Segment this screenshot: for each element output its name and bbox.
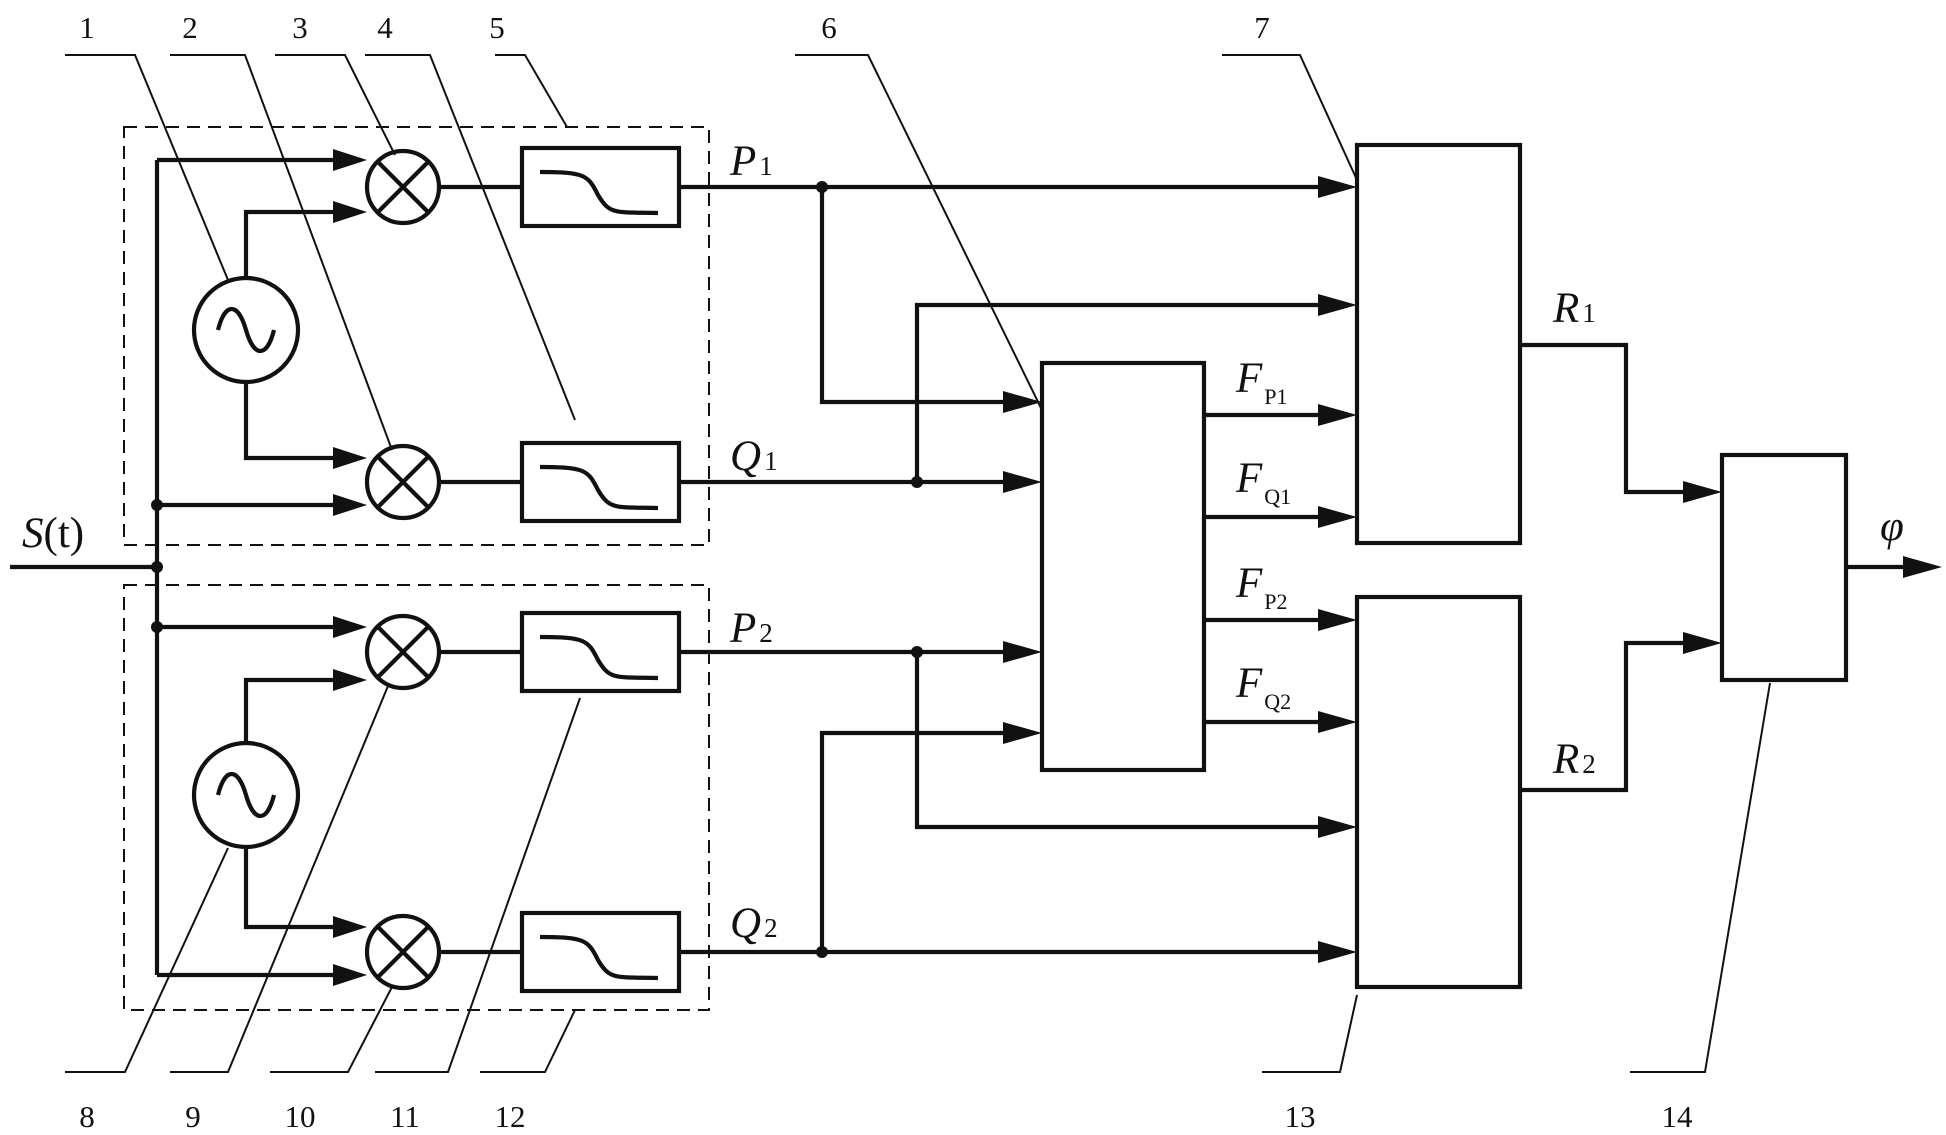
input-label: S(t) bbox=[22, 510, 84, 557]
mixer-10 bbox=[364, 913, 442, 991]
callout-6: 6 bbox=[821, 10, 837, 45]
demodulator-group-2 bbox=[123, 584, 710, 1011]
mixer-2 bbox=[364, 443, 442, 521]
callout-5: 5 bbox=[489, 10, 505, 45]
r1-line bbox=[1520, 342, 1690, 495]
callout-9: 9 bbox=[185, 1099, 201, 1134]
osc8-to-mixer9 bbox=[243, 677, 342, 743]
block-14 bbox=[1719, 452, 1849, 683]
callout-13: 13 bbox=[1285, 1099, 1316, 1134]
oscillator-1 bbox=[191, 275, 301, 385]
lowpass-filter-p2 bbox=[519, 610, 682, 694]
output-label-phi: φ bbox=[1880, 503, 1904, 550]
junction-input bbox=[151, 561, 163, 573]
demodulator-group-1 bbox=[123, 126, 710, 546]
lowpass-filter-p1 bbox=[519, 145, 682, 229]
mixer-9 bbox=[364, 613, 442, 691]
lowpass-filter-q1 bbox=[519, 440, 682, 524]
leader-lines bbox=[65, 54, 1771, 1073]
lowpass-filter-q2 bbox=[519, 910, 682, 994]
fp2-label: FP2 bbox=[1235, 560, 1288, 614]
fp1-label: FP1 bbox=[1235, 355, 1288, 409]
callout-1: 1 bbox=[79, 10, 95, 45]
q2-to-block6 bbox=[819, 730, 1005, 952]
mixer-3 bbox=[364, 148, 442, 226]
block-13 bbox=[1354, 594, 1523, 990]
osc8-to-mixer10 bbox=[243, 847, 342, 930]
p1-to-block6 bbox=[819, 187, 1005, 405]
callout-12: 12 bbox=[495, 1099, 526, 1134]
callout-11: 11 bbox=[390, 1099, 420, 1134]
callout-4: 4 bbox=[377, 10, 393, 45]
callout-3: 3 bbox=[292, 10, 308, 45]
callout-2: 2 bbox=[182, 10, 198, 45]
r2-line bbox=[1520, 640, 1690, 793]
fq2-label: FQ2 bbox=[1235, 660, 1291, 714]
callout-14: 14 bbox=[1662, 1099, 1694, 1134]
block-6 bbox=[1039, 360, 1207, 773]
osc1-to-mixer2 bbox=[243, 382, 342, 461]
fq1-label: FQ1 bbox=[1235, 455, 1291, 509]
callout-7: 7 bbox=[1254, 10, 1270, 45]
q1-to-block7 bbox=[914, 302, 1320, 482]
osc1-to-mixer3 bbox=[243, 209, 342, 278]
oscillator-8 bbox=[191, 740, 301, 850]
callout-10: 10 bbox=[285, 1099, 316, 1134]
p2-to-block13 bbox=[914, 652, 1320, 830]
callout-8: 8 bbox=[79, 1099, 95, 1134]
block-7 bbox=[1354, 142, 1523, 546]
